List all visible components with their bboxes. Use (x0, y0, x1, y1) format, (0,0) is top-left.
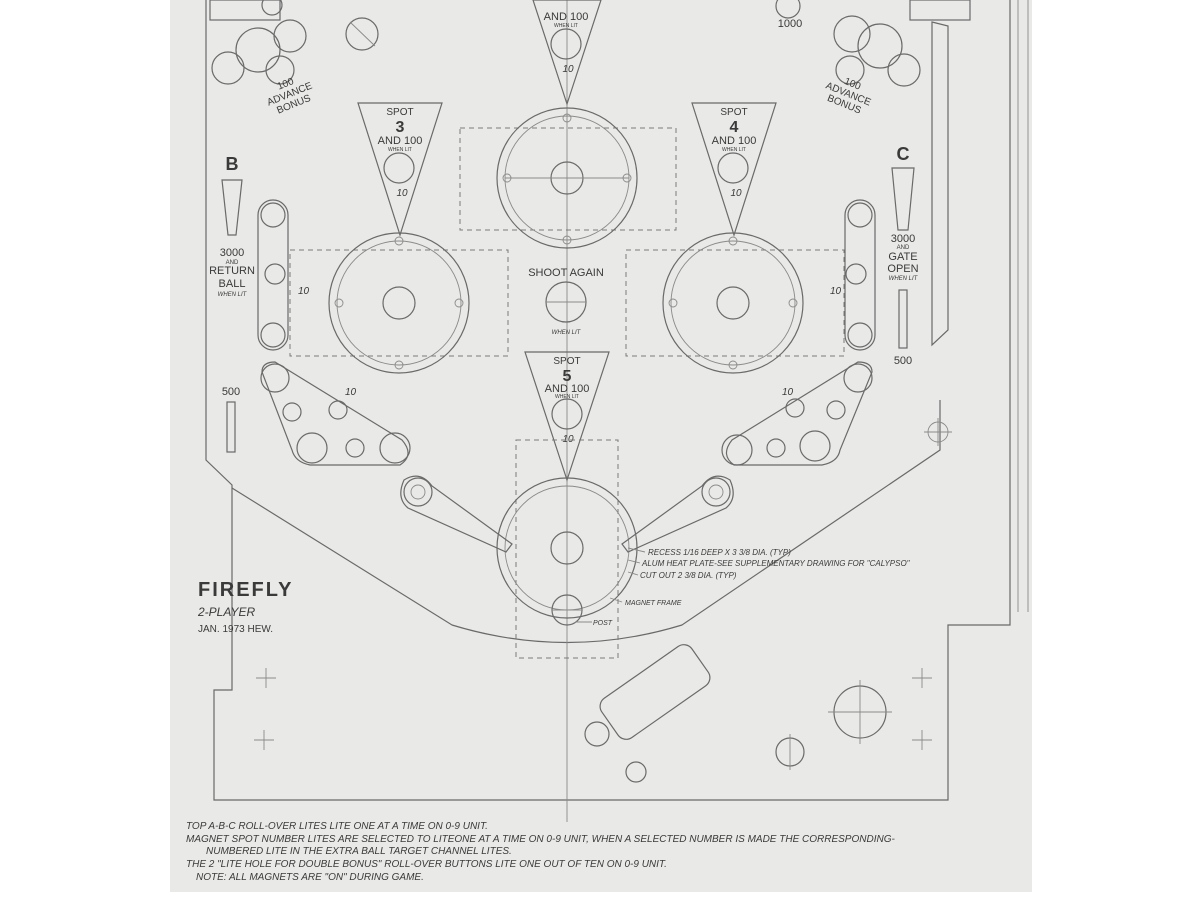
top-right-rollover (775, 0, 971, 87)
svg-text:500: 500 (894, 355, 912, 367)
svg-text:POST: POST (593, 620, 613, 627)
svg-text:SPOT: SPOT (720, 107, 747, 118)
svg-text:AND: AND (897, 245, 910, 251)
note-line-2: MAGNET SPOT NUMBER LITES ARE SELECTED TO… (186, 834, 895, 845)
spot-4-target: SPOT 4 AND 100 WHEN LIT 10 (691, 102, 777, 237)
svg-text:AND 100: AND 100 (544, 11, 589, 23)
svg-text:RECESS 1/16 DEEP X 3 3/8 DIA.: RECESS 1/16 DEEP X 3 3/8 DIA. (TYP) (648, 548, 791, 557)
svg-text:GATE: GATE (888, 251, 917, 263)
svg-text:10: 10 (396, 188, 408, 199)
svg-text:SPOT: SPOT (386, 107, 413, 118)
svg-text:WHEN LIT: WHEN LIT (555, 394, 579, 400)
note-line-5: NOTE: ALL MAGNETS ARE "ON" DURING GAME. (196, 872, 424, 883)
svg-text:3000: 3000 (891, 233, 915, 245)
note-line-1: TOP A-B-C ROLL-OVER LITES LITE ONE AT A … (186, 821, 488, 832)
svg-text:BALL: BALL (219, 278, 246, 290)
lane-c: C 3000 AND GATE OPEN WHEN LIT 10 500 (830, 144, 919, 367)
svg-text:10: 10 (562, 64, 574, 75)
svg-text:WHEN LIT: WHEN LIT (218, 292, 248, 298)
score-1000: 1000 (778, 18, 802, 30)
svg-text:C: C (897, 144, 910, 164)
svg-text:SHOOT AGAIN: SHOOT AGAIN (528, 267, 604, 279)
svg-text:AND 100: AND 100 (712, 135, 757, 147)
svg-text:MAGNET FRAME: MAGNET FRAME (625, 600, 682, 607)
svg-text:CUT OUT 2 3/8 DIA. (TYP): CUT OUT 2 3/8 DIA. (TYP) (640, 571, 737, 580)
spot-3-target: SPOT 3 AND 100 WHEN LIT 10 (357, 102, 443, 237)
svg-text:WHEN LIT: WHEN LIT (388, 147, 412, 153)
slingshot-right: 10 (721, 361, 873, 466)
callout-texts: RECESS 1/16 DEEP X 3 3/8 DIA. (TYP) ALUM… (593, 548, 911, 627)
advance-bonus-left: 100 ADVANCE BONUS (266, 76, 315, 117)
player-count: 2-PLAYER (197, 605, 255, 619)
top-left-rollover (209, 0, 379, 85)
svg-text:ALUM HEAT PLATE-SEE SUPPLEMENT: ALUM HEAT PLATE-SEE SUPPLEMENTARY DRAWIN… (641, 559, 911, 568)
shoot-again-lamp: SHOOT AGAIN WHEN LIT (528, 267, 604, 336)
flipper-right (621, 475, 734, 553)
svg-text:4: 4 (730, 119, 739, 136)
svg-text:WHEN LIT: WHEN LIT (722, 147, 746, 153)
svg-text:WHEN LIT: WHEN LIT (554, 23, 578, 29)
flipper-left (400, 475, 513, 553)
note-line-4: THE 2 "LITE HOLE FOR DOUBLE BONUS" ROLL-… (186, 859, 667, 870)
svg-text:10: 10 (782, 387, 794, 398)
svg-text:AND: AND (226, 260, 239, 266)
date-author: JAN. 1973 HEW. (198, 624, 273, 635)
playfield-outline (205, 0, 1029, 801)
notes-block: TOP A-B-C ROLL-OVER LITES LITE ONE AT A … (186, 821, 895, 883)
svg-text:10: 10 (298, 286, 310, 297)
svg-text:10: 10 (562, 434, 574, 445)
rollover-500-left (226, 401, 236, 453)
lower-playfield-parts (254, 418, 952, 783)
svg-text:3: 3 (396, 119, 405, 136)
score-500-left: 500 (222, 386, 240, 398)
svg-text:B: B (226, 154, 239, 174)
svg-text:3000: 3000 (220, 247, 244, 259)
magnet-left (289, 232, 509, 374)
svg-text:5: 5 (563, 368, 572, 385)
note-line-3: NUMBERED LITE IN THE EXTRA BALL TARGET C… (206, 846, 512, 857)
magnet-right (625, 232, 845, 374)
svg-text:RETURN: RETURN (209, 265, 255, 277)
svg-text:SPOT: SPOT (553, 356, 580, 367)
game-title: FIREFLY (198, 579, 294, 601)
svg-text:10: 10 (345, 387, 357, 398)
lane-b: B 3000 AND RETURN BALL WHEN LIT 10 (209, 154, 310, 351)
svg-text:OPEN: OPEN (887, 263, 918, 275)
slingshot-left: 10 (260, 361, 411, 466)
title-block: FIREFLY 2-PLAYER JAN. 1973 HEW. (197, 579, 294, 635)
spot-2-target: AND 100 WHEN LIT 10 (532, 0, 602, 106)
svg-text:WHEN LIT: WHEN LIT (552, 330, 582, 336)
spot-5-target: SPOT 5 AND 100 WHEN LIT 10 (524, 351, 610, 482)
svg-text:10: 10 (830, 286, 842, 297)
magnet-top (459, 107, 677, 249)
svg-text:AND 100: AND 100 (378, 135, 423, 147)
svg-text:AND 100: AND 100 (545, 383, 590, 395)
svg-text:10: 10 (730, 188, 742, 199)
callout-leaders (575, 547, 646, 623)
paper-sheet (170, 0, 1032, 892)
svg-text:WHEN LIT: WHEN LIT (889, 276, 919, 282)
